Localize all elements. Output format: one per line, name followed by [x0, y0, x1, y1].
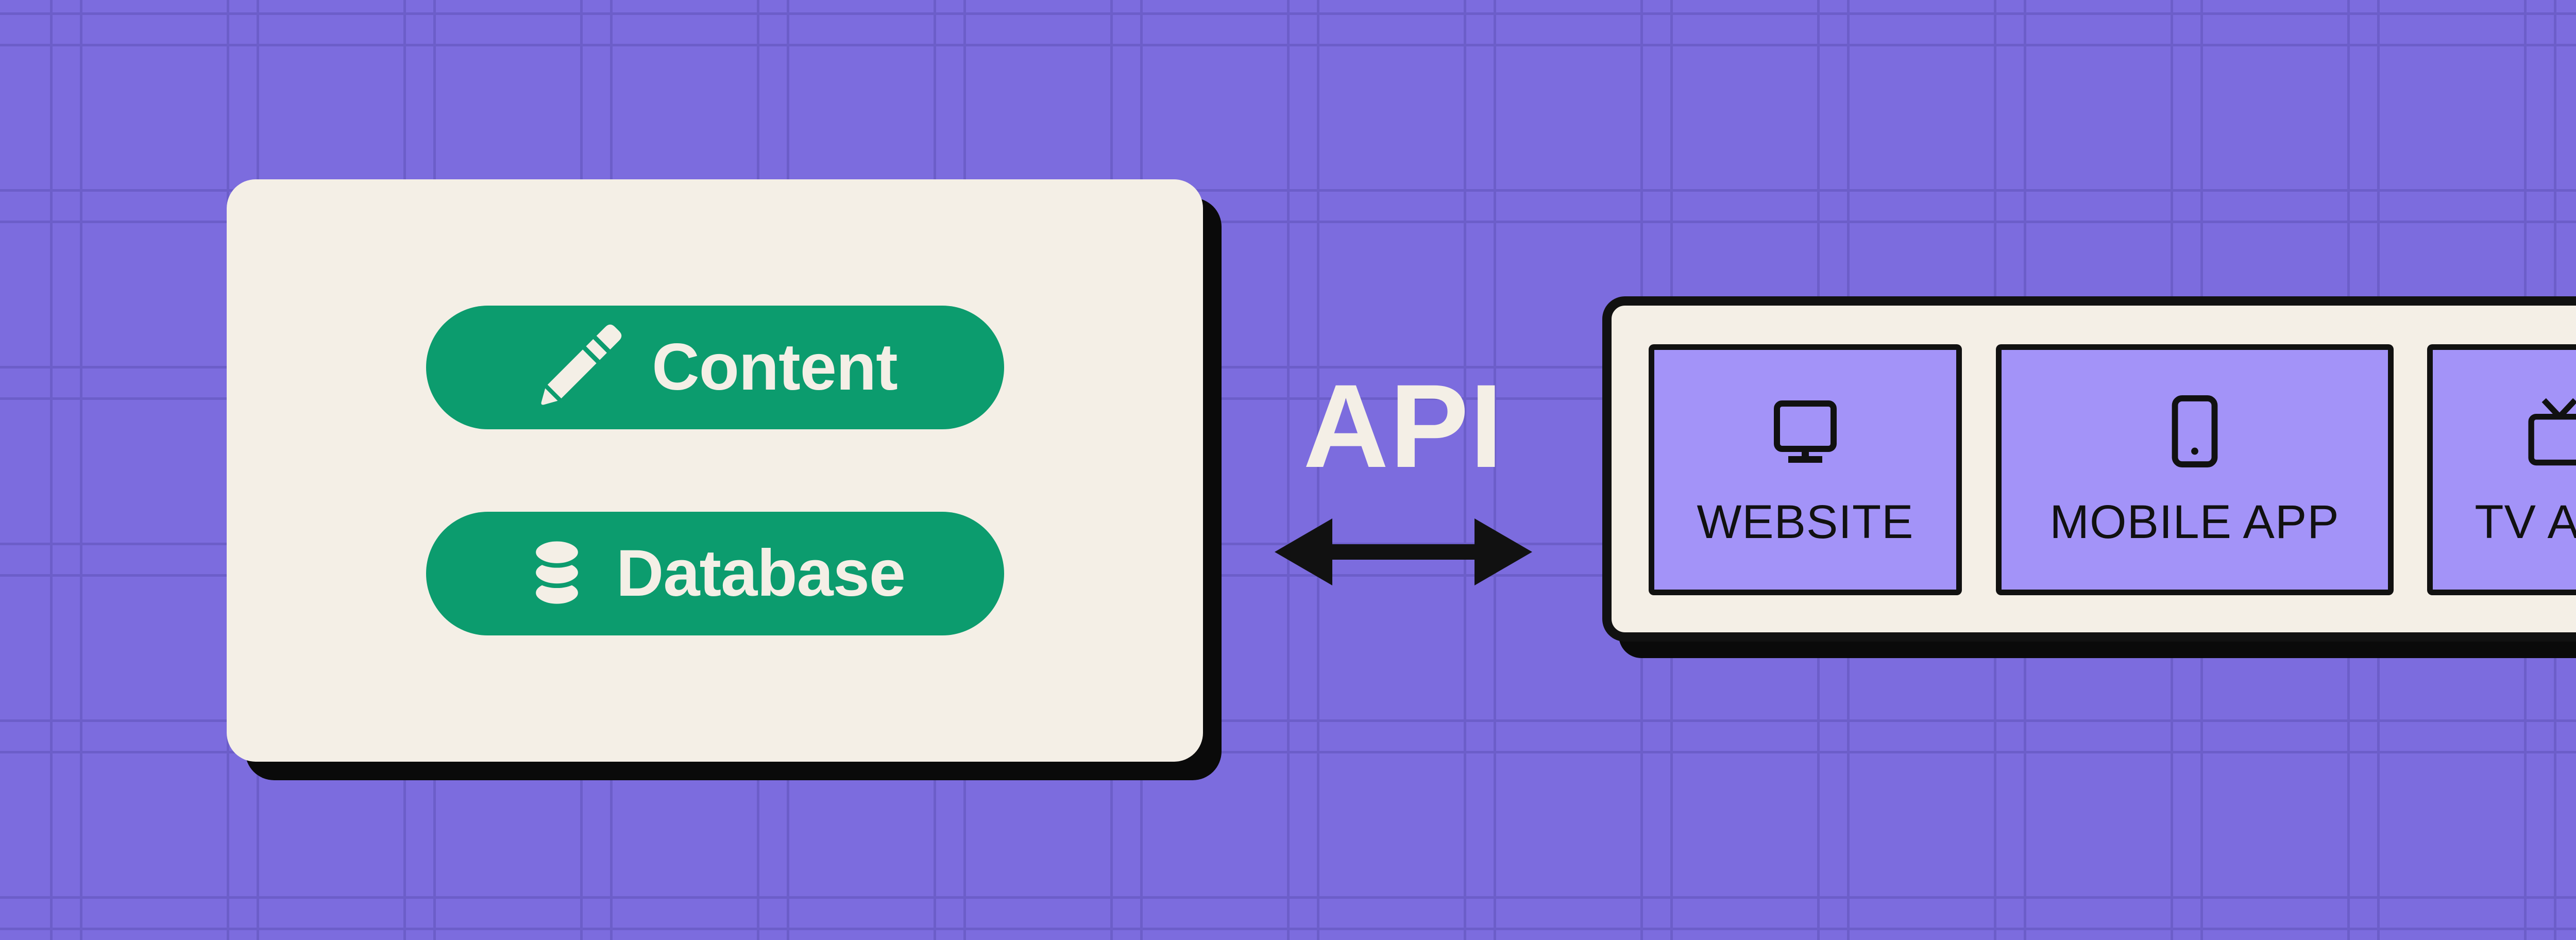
pencil-icon: [541, 324, 622, 405]
database-pill-label: Database: [616, 536, 906, 610]
channel-box-mobile-app: MOBILE APP: [1995, 344, 2394, 595]
database-pill: Database: [426, 512, 1004, 635]
content-pill-label: Content: [652, 330, 897, 404]
smartphone-icon: [2172, 395, 2217, 467]
channel-box-website: WEBSITE: [1649, 344, 1962, 595]
cms-card: Content Database: [227, 179, 1203, 762]
channel-label-tv-app: TV APP: [2475, 496, 2576, 548]
tv-icon: [2528, 398, 2576, 466]
channel-label-mobile-app: MOBILE APP: [2049, 496, 2340, 548]
channel-label-website: WEBSITE: [1697, 496, 1914, 548]
api-label: API: [1303, 360, 1504, 492]
channel-box-tv-app: TV APP: [2427, 344, 2576, 595]
double-arrow-icon: [1275, 518, 1532, 585]
channels-card: WEBSITE MOBILE APP TV APP: [1602, 296, 2576, 642]
database-icon: [531, 538, 583, 609]
smartphone-icon-wrap: [2171, 395, 2218, 467]
content-pill: Content: [426, 306, 1004, 429]
tv-icon-wrap: [2526, 395, 2576, 467]
monitor-icon-wrap: [1773, 395, 1837, 467]
monitor-icon: [1774, 400, 1837, 463]
